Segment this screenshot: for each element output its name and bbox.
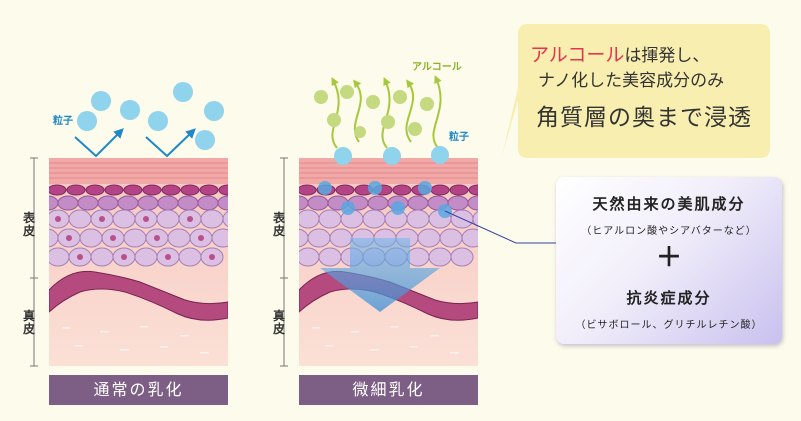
ingredient-sub-1: （ヒアルロン酸やシアバターなど） bbox=[581, 226, 757, 237]
skin-cross-section-fine bbox=[299, 158, 478, 366]
particles-normal bbox=[77, 82, 224, 150]
bubble-line-3: 角質層の奥まで浸透 bbox=[536, 105, 752, 131]
bubble-line-1-rest: は揮発し、 bbox=[624, 46, 710, 66]
layer-bracket-left bbox=[30, 157, 38, 367]
skin-cross-section-normal bbox=[49, 158, 228, 366]
particle-label-left: 粒子 bbox=[53, 116, 73, 127]
particles-fine bbox=[334, 146, 449, 165]
particle-label-right: 粒子 bbox=[449, 132, 469, 143]
layer-bracket-right bbox=[280, 157, 288, 367]
bubble-highlight: アルコール bbox=[530, 44, 625, 66]
alcohol-label: アルコール bbox=[412, 62, 462, 73]
epidermis-label-left: 表皮 bbox=[22, 211, 35, 238]
ingredient-sub-2: （ビサボロール、グリチルレチン酸） bbox=[575, 320, 763, 331]
bubble-line-2: ナノ化した美容成分のみ bbox=[538, 71, 725, 91]
caption-normal-emulsion: 通常の乳化 bbox=[49, 375, 228, 405]
ingredients-box bbox=[556, 177, 782, 344]
speech-bubble bbox=[502, 24, 770, 158]
connector-line bbox=[444, 210, 556, 244]
bubble-line-1: アルコールは揮発し、 bbox=[530, 40, 709, 67]
ingredient-title-1: 天然由来の美肌成分 bbox=[592, 195, 746, 213]
dermis-label-right: 真皮 bbox=[272, 309, 285, 336]
alcohol-droplets bbox=[314, 85, 434, 138]
plus-sign: ＋ bbox=[655, 243, 682, 273]
penetration-arrow bbox=[320, 238, 440, 312]
epidermis-label-right: 表皮 bbox=[272, 211, 285, 238]
dermis-label-left: 真皮 bbox=[22, 309, 35, 336]
caption-fine-emulsion: 微細乳化 bbox=[299, 375, 478, 405]
ingredient-title-2: 抗炎症成分 bbox=[626, 289, 712, 307]
bounce-arrows bbox=[74, 128, 196, 158]
